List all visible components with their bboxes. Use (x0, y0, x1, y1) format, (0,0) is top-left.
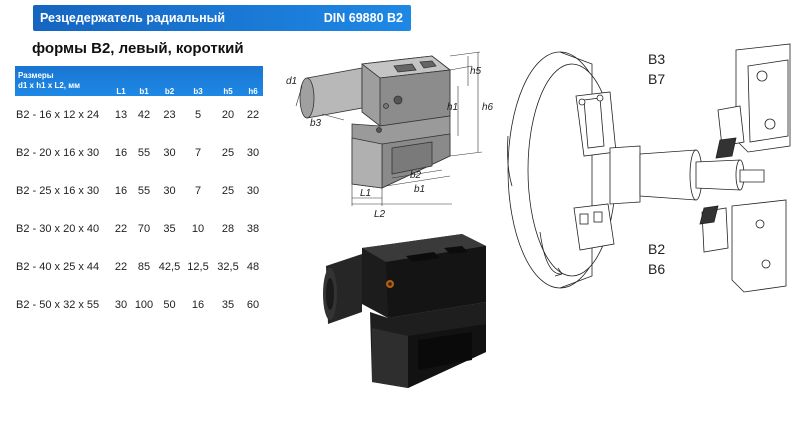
position-b7: B7 (648, 71, 665, 87)
cell-b1: 100 (134, 299, 154, 311)
cell-h5: 25 (221, 147, 235, 159)
cell-b3: 16 (191, 299, 205, 311)
chuck-schematic: B3 B7 B2 B6 (507, 43, 791, 293)
position-b6: B6 (648, 261, 665, 277)
row-name: B2 - 50 x 32 x 55 (16, 299, 100, 311)
row-name: B2 - 20 x 16 x 30 (16, 147, 100, 159)
table-row: B2 - 40 x 25 x 44 22 85 42,5 12,5 32,5 4… (15, 248, 263, 286)
table-row: B2 - 20 x 16 x 30 16 55 30 7 25 30 (15, 134, 263, 172)
cell-b2: 42,5 (156, 248, 183, 286)
cell-h6: 30 (243, 172, 263, 210)
row-name: B2 - 16 x 12 x 24 (15, 96, 110, 134)
header-title: Резцедержатель радиальный (40, 11, 226, 25)
label-d1: d1 (286, 76, 297, 87)
cell-h5: 25 (213, 172, 243, 210)
label-l2: L2 (374, 209, 386, 220)
cell-h5: 20 (213, 96, 243, 134)
cell-b1: 55 (132, 172, 156, 210)
cell-b3: 5 (183, 96, 213, 134)
cell-b2: 50 (163, 299, 176, 311)
page-subtitle: формы В2, левый, короткий (32, 40, 244, 57)
cell-h5: 32,5 (213, 248, 243, 286)
label-h1: h1 (447, 102, 458, 113)
table-row: B2 - 16 x 12 x 24 13 42 23 5 20 22 (15, 96, 263, 134)
label-b3: b3 (310, 118, 322, 129)
cell-b2: 23 (156, 96, 183, 134)
cell-h6: 60 (246, 299, 260, 311)
row-name: B2 - 25 x 16 x 30 (15, 172, 110, 210)
cell-l1: 30 (114, 299, 128, 311)
col-header: h6 (243, 66, 263, 96)
cell-b2: 30 (156, 172, 183, 210)
header-standard: DIN 69880 B2 (323, 11, 403, 25)
col-header: b2 (156, 66, 183, 96)
col-header-line1: Размеры (18, 71, 54, 80)
cell-l1: 16 (110, 172, 132, 210)
col-header: h5 (213, 66, 243, 96)
tool-holder-photo (323, 234, 486, 388)
cell-h6: 38 (246, 223, 260, 235)
cell-h5: 35 (221, 299, 235, 311)
cell-h5: 28 (221, 223, 235, 235)
cell-l1: 13 (110, 96, 132, 134)
cell-b2: 30 (163, 147, 176, 159)
cell-b1: 85 (132, 248, 156, 286)
cell-l1: 16 (114, 147, 128, 159)
cell-h6: 22 (243, 96, 263, 134)
label-b2: b2 (410, 170, 422, 181)
table-row: B2 - 30 x 20 x 40 22 70 35 10 28 38 (15, 210, 263, 248)
row-name: B2 - 40 x 25 x 44 (15, 248, 110, 286)
cell-b3: 12,5 (183, 248, 213, 286)
col-header: L1 (110, 66, 132, 96)
label-h5: h5 (470, 66, 482, 77)
cell-b2: 35 (163, 223, 176, 235)
cell-b3: 10 (191, 223, 205, 235)
label-h6: h6 (482, 102, 494, 113)
cell-b1: 55 (137, 147, 151, 159)
col-header: b3 (183, 66, 213, 96)
cell-h6: 30 (246, 147, 260, 159)
cell-b1: 42 (132, 96, 156, 134)
cell-b3: 7 (183, 172, 213, 210)
col-header-line2: d1 x h1 x L2, мм (18, 81, 81, 90)
label-l1: L1 (360, 188, 371, 199)
position-b3: B3 (648, 51, 665, 67)
cell-b3: 7 (194, 147, 202, 159)
table-row: B2 - 50 x 32 x 55 30 100 50 16 35 60 (15, 286, 263, 324)
cell-l1: 22 (114, 223, 128, 235)
cell-b1: 70 (137, 223, 151, 235)
position-b2: B2 (648, 241, 665, 257)
header-bar: Резцедержатель радиальный DIN 69880 B2 (33, 5, 411, 31)
label-b1: b1 (414, 184, 425, 195)
cell-l1: 22 (110, 248, 132, 286)
cell-h6: 48 (243, 248, 263, 286)
col-header: b1 (132, 66, 156, 96)
dimension-drawing: d1 b3 h5 h1 h6 L1 L2 b2 b1 (286, 51, 494, 220)
table-row: B2 - 25 x 16 x 30 16 55 30 7 25 30 (15, 172, 263, 210)
row-name: B2 - 30 x 20 x 40 (16, 223, 100, 235)
